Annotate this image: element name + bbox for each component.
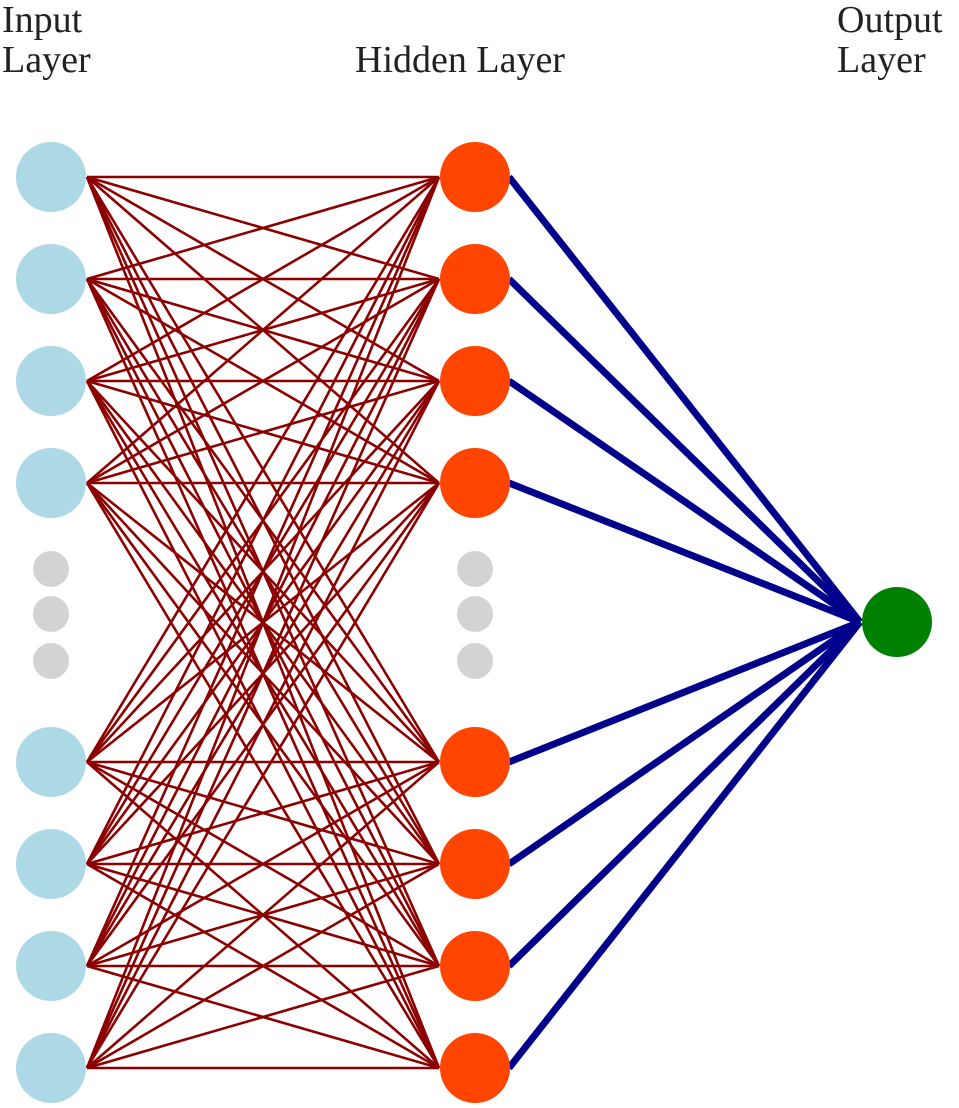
output-layer-title: Output Layer (837, 0, 943, 80)
input-hidden-edges (85, 175, 441, 1070)
edge-input-8-hidden-1 (85, 176, 441, 1069)
input-ellipsis-dot-3 (33, 643, 69, 679)
input-layer-title-line-1: Input (2, 0, 83, 41)
hidden-node-5 (440, 727, 510, 797)
hidden-node-3 (440, 346, 510, 416)
input-node-6 (16, 829, 86, 899)
edge-hidden-2-output (506, 276, 863, 625)
edge-input-8-hidden-2 (85, 278, 441, 1069)
input-node-3 (16, 346, 86, 416)
hidden-node-1 (440, 142, 510, 212)
input-layer-title-line-2: Layer (2, 39, 91, 81)
hidden-ellipsis-dot-1 (457, 551, 493, 587)
edge-hidden-4-output (507, 479, 862, 626)
hidden-output-edges (506, 174, 863, 1071)
hidden-layer-title-line-1: Hidden Layer (355, 39, 565, 81)
hidden-node-2 (440, 244, 510, 314)
edge-hidden-3-output (507, 378, 862, 625)
input-node-4 (16, 448, 86, 518)
hidden-layer-title: Hidden Layer (355, 40, 565, 80)
input-node-8 (16, 1033, 86, 1103)
edge-input-3-hidden-1 (86, 175, 440, 383)
edge-hidden-6-output (507, 619, 862, 867)
edge-input-5-hidden-1 (85, 176, 441, 763)
edge-input-6-hidden-5 (86, 760, 440, 866)
network-nodes (16, 142, 932, 1103)
hidden-node-8 (440, 1033, 510, 1103)
edge-hidden-1-output (506, 174, 863, 625)
hidden-node-4 (440, 448, 510, 518)
edge-hidden-5-output (507, 618, 862, 766)
input-node-2 (16, 244, 86, 314)
output-node-1 (862, 587, 932, 657)
edge-input-8-hidden-3 (85, 380, 441, 1069)
input-node-1 (16, 142, 86, 212)
output-layer-title-line-1: Output (837, 0, 943, 41)
hidden-ellipsis-dot-3 (457, 643, 493, 679)
edge-input-8-hidden-4 (85, 482, 441, 1069)
hidden-node-6 (440, 829, 510, 899)
input-node-5 (16, 727, 86, 797)
input-ellipsis-dot-1 (33, 551, 69, 587)
edge-input-6-hidden-1 (85, 176, 441, 865)
edge-input-7-hidden-1 (85, 176, 441, 967)
edge-input-2-hidden-1 (86, 175, 440, 281)
edge-input-4-hidden-3 (86, 379, 440, 485)
edge-hidden-7-output (506, 619, 863, 969)
edge-input-4-hidden-1 (86, 176, 440, 484)
hidden-node-7 (440, 931, 510, 1001)
edge-input-8-hidden-6 (86, 862, 440, 1070)
edge-hidden-8-output (506, 619, 863, 1071)
output-layer-title-line-2: Layer (837, 39, 926, 81)
edge-input-8-hidden-5 (86, 761, 440, 1069)
input-node-7 (16, 931, 86, 1001)
edge-input-7-hidden-5 (86, 760, 440, 968)
edge-input-4-hidden-2 (86, 277, 440, 485)
edge-input-8-hidden-7 (86, 964, 440, 1070)
hidden-ellipsis-dot-2 (457, 596, 493, 632)
input-ellipsis-dot-2 (33, 596, 69, 632)
input-layer-title: Input Layer (2, 0, 91, 80)
